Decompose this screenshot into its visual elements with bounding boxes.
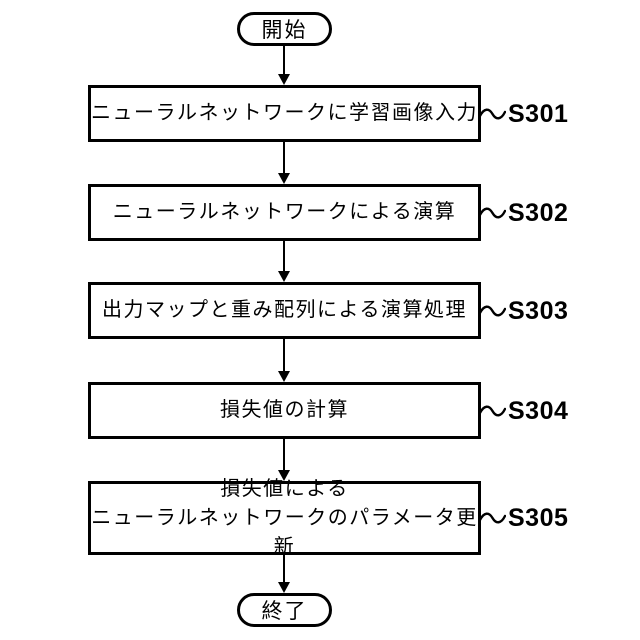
process-box-s303-text: 出力マップと重み配列による演算処理 <box>102 299 467 321</box>
process-box-s303: 出力マップと重み配列による演算処理 <box>88 282 481 339</box>
squiggle-connector-icon <box>479 207 506 219</box>
process-box-s302: ニューラルネットワークによる演算 <box>88 184 481 241</box>
arrow-shaft <box>283 555 285 582</box>
arrow-s301-to-s302 <box>278 142 290 184</box>
arrow-start-to-s301 <box>278 45 290 85</box>
step-ref-s303-label: S303 <box>508 296 569 325</box>
end-terminal: 終了 <box>237 593 332 627</box>
process-box-s302-text: ニューラルネットワークによる演算 <box>112 201 457 223</box>
arrow-shaft <box>283 45 285 74</box>
step-ref-s305-label: S305 <box>508 503 569 532</box>
process-box-s301: ニューラルネットワークに学習画像入力 <box>88 85 481 142</box>
step-ref-s301: S301 <box>479 99 568 129</box>
arrow-shaft <box>283 241 285 271</box>
process-box-s304: 損失値の計算 <box>88 382 481 439</box>
step-ref-s301-label: S301 <box>508 99 569 128</box>
step-ref-s304: S304 <box>479 396 568 426</box>
arrowhead-down-icon <box>278 271 290 282</box>
end-terminal-label: 終了 <box>261 600 308 623</box>
arrowhead-down-icon <box>278 371 290 382</box>
squiggle-connector-icon <box>479 405 506 417</box>
start-terminal-label: 開始 <box>261 19 308 42</box>
arrowhead-down-icon <box>278 470 290 481</box>
process-box-s305-text: 損失値による ニューラルネットワークのパラメータ更新 <box>91 477 478 558</box>
arrow-s302-to-s303 <box>278 241 290 282</box>
step-ref-s304-label: S304 <box>508 396 569 425</box>
step-ref-s303: S303 <box>479 296 568 326</box>
arrowhead-down-icon <box>278 74 290 85</box>
arrowhead-down-icon <box>278 582 290 593</box>
arrow-shaft <box>283 142 285 173</box>
arrowhead-down-icon <box>278 173 290 184</box>
step-ref-s302-label: S302 <box>508 198 569 227</box>
start-terminal: 開始 <box>237 12 332 46</box>
step-ref-s302: S302 <box>479 198 568 228</box>
arrow-shaft <box>283 439 285 470</box>
step-ref-s305: S305 <box>479 503 568 533</box>
process-box-s304-text: 損失値の計算 <box>220 399 349 421</box>
arrow-s305-to-end <box>278 555 290 593</box>
squiggle-connector-icon <box>479 108 506 120</box>
process-box-s301-text: ニューラルネットワークに学習画像入力 <box>91 102 478 124</box>
arrow-s304-to-s305 <box>278 439 290 481</box>
squiggle-connector-icon <box>479 305 506 317</box>
arrow-s303-to-s304 <box>278 339 290 382</box>
arrow-shaft <box>283 339 285 371</box>
process-box-s305: 損失値による ニューラルネットワークのパラメータ更新 <box>88 478 481 558</box>
squiggle-connector-icon <box>479 512 506 524</box>
